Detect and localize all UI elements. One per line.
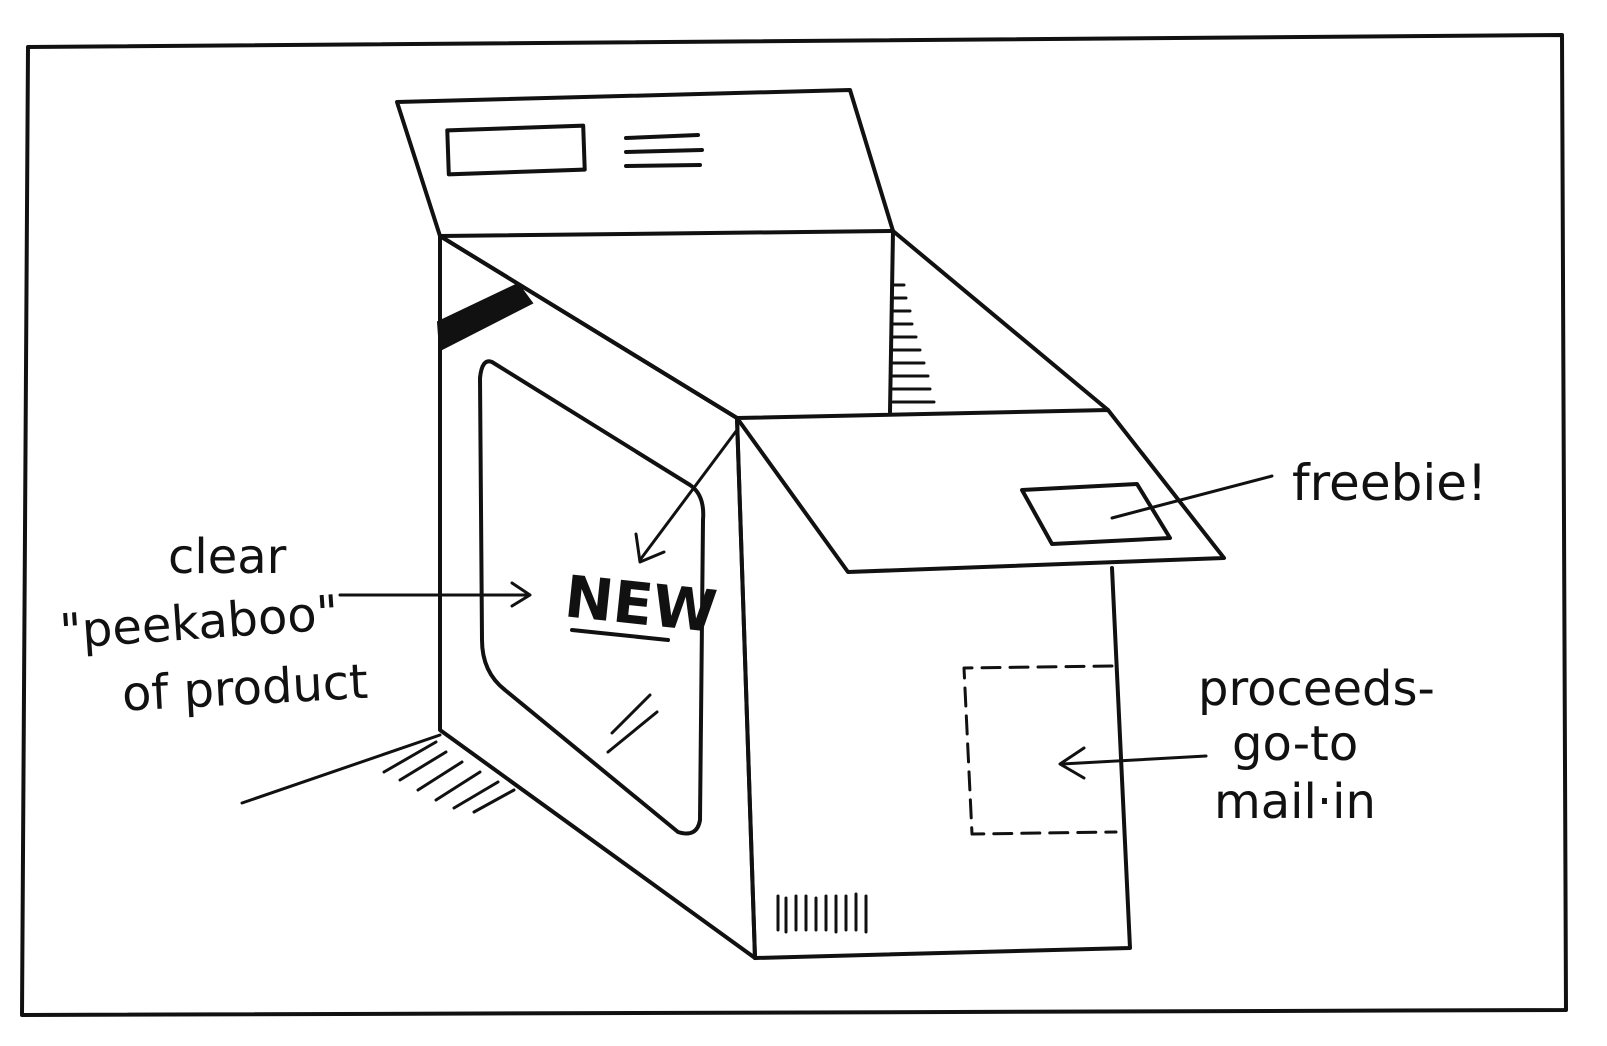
freebie-sticker xyxy=(1020,482,1172,546)
callout-freebie: freebie! xyxy=(1292,454,1487,512)
right-back-flap-edge xyxy=(891,229,1110,412)
interior-diagonal xyxy=(438,234,739,420)
arrows xyxy=(338,428,1274,780)
front-flap xyxy=(735,408,1226,574)
frame-border xyxy=(20,33,1568,1017)
proceeds-label-line3: mail·in xyxy=(1214,774,1376,830)
barcode-icon xyxy=(776,892,868,934)
proceeds-label-line1: proceeds- xyxy=(1198,661,1435,717)
clear-label-line3: of product xyxy=(121,654,370,723)
freebie-label: freebie! xyxy=(1292,454,1487,512)
back-flap xyxy=(395,88,895,238)
inner-back-hatch xyxy=(888,229,936,414)
clear-label-line2: "peekaboo" xyxy=(58,585,340,660)
proceeds-label-line2: go-to xyxy=(1232,716,1358,772)
peekaboo-window xyxy=(478,359,706,836)
new-badge: NEW xyxy=(562,562,720,646)
callout-proceeds: proceeds- go-to mail·in xyxy=(1198,661,1435,830)
mail-in-coupon xyxy=(962,664,1118,836)
clear-label-line1: clear xyxy=(168,529,287,585)
new-word: NEW xyxy=(562,562,720,646)
front-face xyxy=(735,416,1132,960)
callout-clear-peekaboo: clear "peekaboo" of product xyxy=(58,529,369,723)
